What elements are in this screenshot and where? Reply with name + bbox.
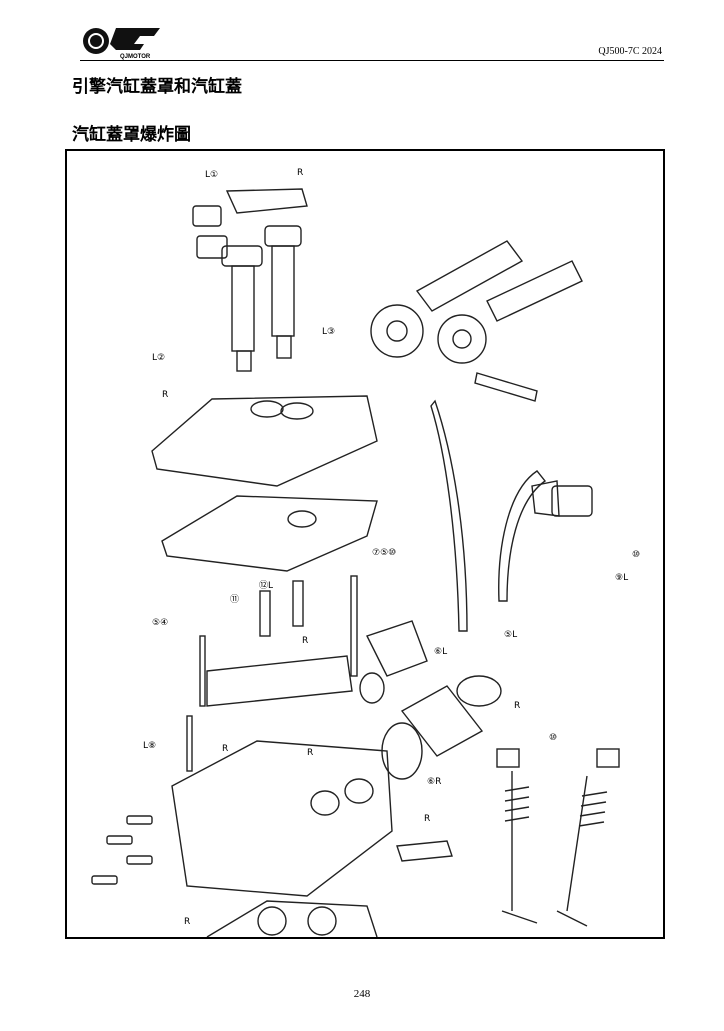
callout-11: ⑥L [434,647,447,657]
callout-22: R [184,917,190,927]
coil-boot-right [276,335,292,359]
cover-plug-hole-1 [250,400,284,418]
callout-1: L① [205,170,218,180]
valve-spring-right [578,791,608,827]
head-bolt-left [199,635,206,707]
camshaft-intake [415,240,524,312]
head-bolt-lower [186,715,193,772]
coil-connector-right [192,205,222,227]
document-code: QJ500-7C 2024 [598,46,662,57]
callout-8: ⑪ [230,594,239,605]
tensioner-gasket [531,480,560,517]
header-divider [80,60,664,61]
temperature-sensor [396,840,453,862]
dowel-pin-1 [126,815,153,825]
dowel-pin-4 [91,875,118,885]
coil-boot-left [236,350,252,372]
cam-sprocket-right-hub [452,329,472,349]
cylinder-head-cover [151,395,378,487]
section-subtitle: 汽缸蓋罩爆炸圖 [72,125,191,145]
head-gasket-bore-left [257,906,287,936]
gasket-ring [287,510,317,528]
long-bolt [350,575,358,677]
coil-connector-left [196,235,228,259]
valve-spring-left [504,786,530,822]
cam-sprocket-right [437,314,487,364]
callout-14: L⑧ [143,741,156,751]
head-gasket [206,900,378,937]
dowel-pin-3 [126,855,153,865]
coil-bracket [225,188,308,214]
valve-tappet-left [496,748,520,768]
page-number: 248 [353,988,371,1000]
valve-right [556,775,588,927]
callout-9: R [302,636,308,646]
coil-head-right [264,225,302,247]
chain-tensioner-guide [498,470,547,602]
callout-13: R [514,701,520,711]
svg-text:QJMOTOR: QJMOTOR [120,54,151,60]
callout-2: R [297,168,303,178]
dowel-pin-2 [106,835,133,845]
thermostat [359,672,385,704]
callout-16: R [307,748,313,758]
intake-manifold [400,685,484,757]
spark-plug-left [259,590,271,637]
callout-15: R [222,744,228,754]
cover-gasket [161,495,378,572]
callout-7: ⑫L [259,580,273,591]
callout-5: R [162,390,168,400]
page-title: 引擎汽缸蓋罩和汽缸蓋 [72,77,242,97]
callout-10: ⑤④ [152,618,168,628]
chain-guide-fixed [430,399,468,632]
chain-tensioner [551,485,593,517]
qjmotor-logo: QJMOTOR [82,22,172,60]
coil-body-right [271,245,295,337]
callout-17: ⑥R [427,777,441,787]
cam-chain-guide-top [474,372,538,402]
coil-body-left [231,265,255,352]
spark-plug-right [292,580,304,627]
callout-6: ⑦⑤⑩ [372,548,396,558]
callout-20: ⑨L [615,573,628,583]
valve-left [501,771,538,924]
callout-4: L② [152,353,165,363]
callout-18: R [424,814,430,824]
exploded-view-drawing: L① R L③ L② R ⑦⑤⑩ ⑫L ⑪ R ⑤④ ⑥L ⑤L R L⑧ R … [91,168,640,937]
callout-19: ⑩ [632,550,640,560]
callout-12: ⑤L [504,630,517,640]
thermostat-housing [366,620,428,677]
callout-3: L③ [322,327,335,337]
camshaft-exhaust [486,260,583,322]
cylinder-head [171,740,393,897]
head-gasket-bore-right [307,906,337,936]
callout-21: ⑩ [549,733,557,743]
page-header: QJMOTOR QJ500-7C 2024 [70,18,664,62]
coil-head-left [221,245,263,267]
cam-sprocket-left [370,304,424,358]
exploded-view-diagram: L① R L③ L② R ⑦⑤⑩ ⑫L ⑪ R ⑤④ ⑥L ⑤L R L⑧ R … [65,149,665,939]
intake-clamp [456,675,502,707]
cam-sprocket-left-hub [386,320,408,342]
camshaft-cap [206,655,353,707]
exhaust-port-2 [344,778,374,804]
valve-tappet-right [596,748,620,768]
exhaust-port-1 [310,790,340,816]
cover-plug-hole-2 [280,402,314,420]
